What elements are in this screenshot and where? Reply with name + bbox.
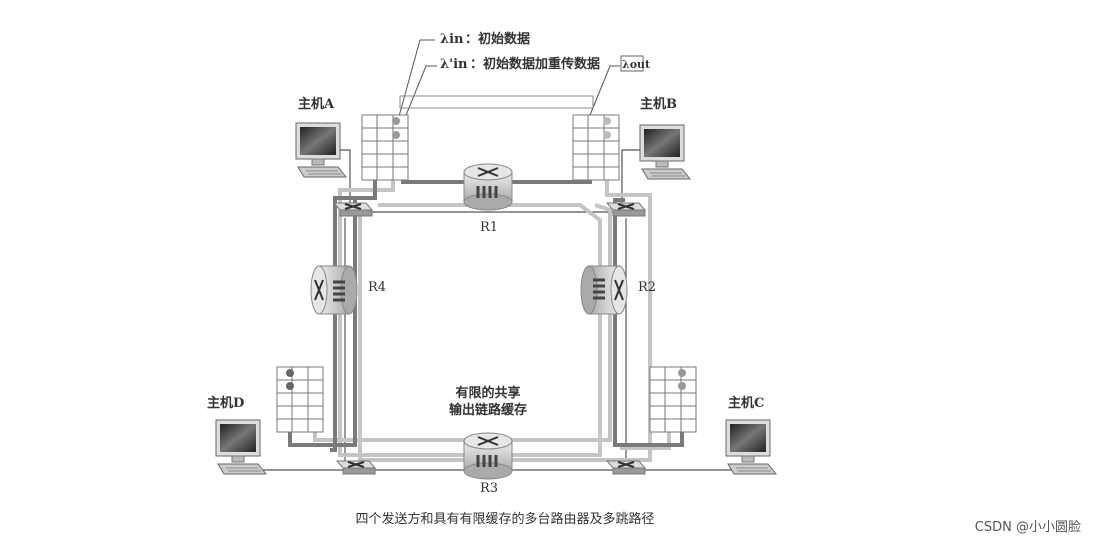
queue-table-b (572, 114, 620, 181)
router-r3-icon (462, 431, 514, 481)
host-d-computer-icon (215, 419, 267, 475)
host-b-label: 主机B (640, 96, 677, 112)
router-r4-label: R4 (368, 280, 386, 295)
lambda-in-prime-desc: ：初始数据加重传数据 (470, 56, 600, 72)
host-c-label: 主机C (728, 395, 764, 411)
host-a-label: 主机A (298, 96, 335, 112)
switch-bottom-left-icon (336, 460, 376, 475)
watermark: CSDN @小小圆脸 (974, 520, 1081, 535)
router-r1-label: R1 (480, 220, 498, 235)
switch-top-left-icon (333, 202, 373, 217)
router-r3-label: R3 (480, 481, 498, 496)
switch-bottom-right-icon (606, 460, 646, 475)
lambda-in-prime-label: λ'in (440, 57, 468, 72)
host-c-computer-icon (725, 419, 777, 475)
queue-table-a (361, 114, 409, 181)
router-r4-icon (309, 264, 359, 316)
buffer-note-line2: 输出链路缓存 (449, 402, 527, 418)
router-r1-icon (462, 162, 514, 212)
router-r2-icon (579, 264, 629, 316)
queue-table-d (276, 366, 324, 433)
buffer-note-line1: 有限的共享 (455, 385, 520, 401)
host-d-label: 主机D (207, 395, 244, 411)
switch-top-right-icon (606, 202, 646, 217)
queue-table-c (649, 366, 697, 433)
lambda-in-label: λin (440, 32, 464, 47)
host-b-computer-icon (639, 124, 691, 180)
router-r2-label: R2 (638, 280, 656, 295)
legend: λin ：初始数据 λ'in ：初始数据加重传数据 λout (397, 31, 651, 136)
figure-caption: 四个发送方和具有有限缓存的多台路由器及多跳路径 (355, 511, 654, 527)
packet-dots (286, 117, 686, 390)
host-a-computer-icon (295, 122, 347, 178)
lambda-out-label: λout (622, 58, 651, 71)
lambda-in-desc: ：初始数据 (465, 31, 530, 47)
